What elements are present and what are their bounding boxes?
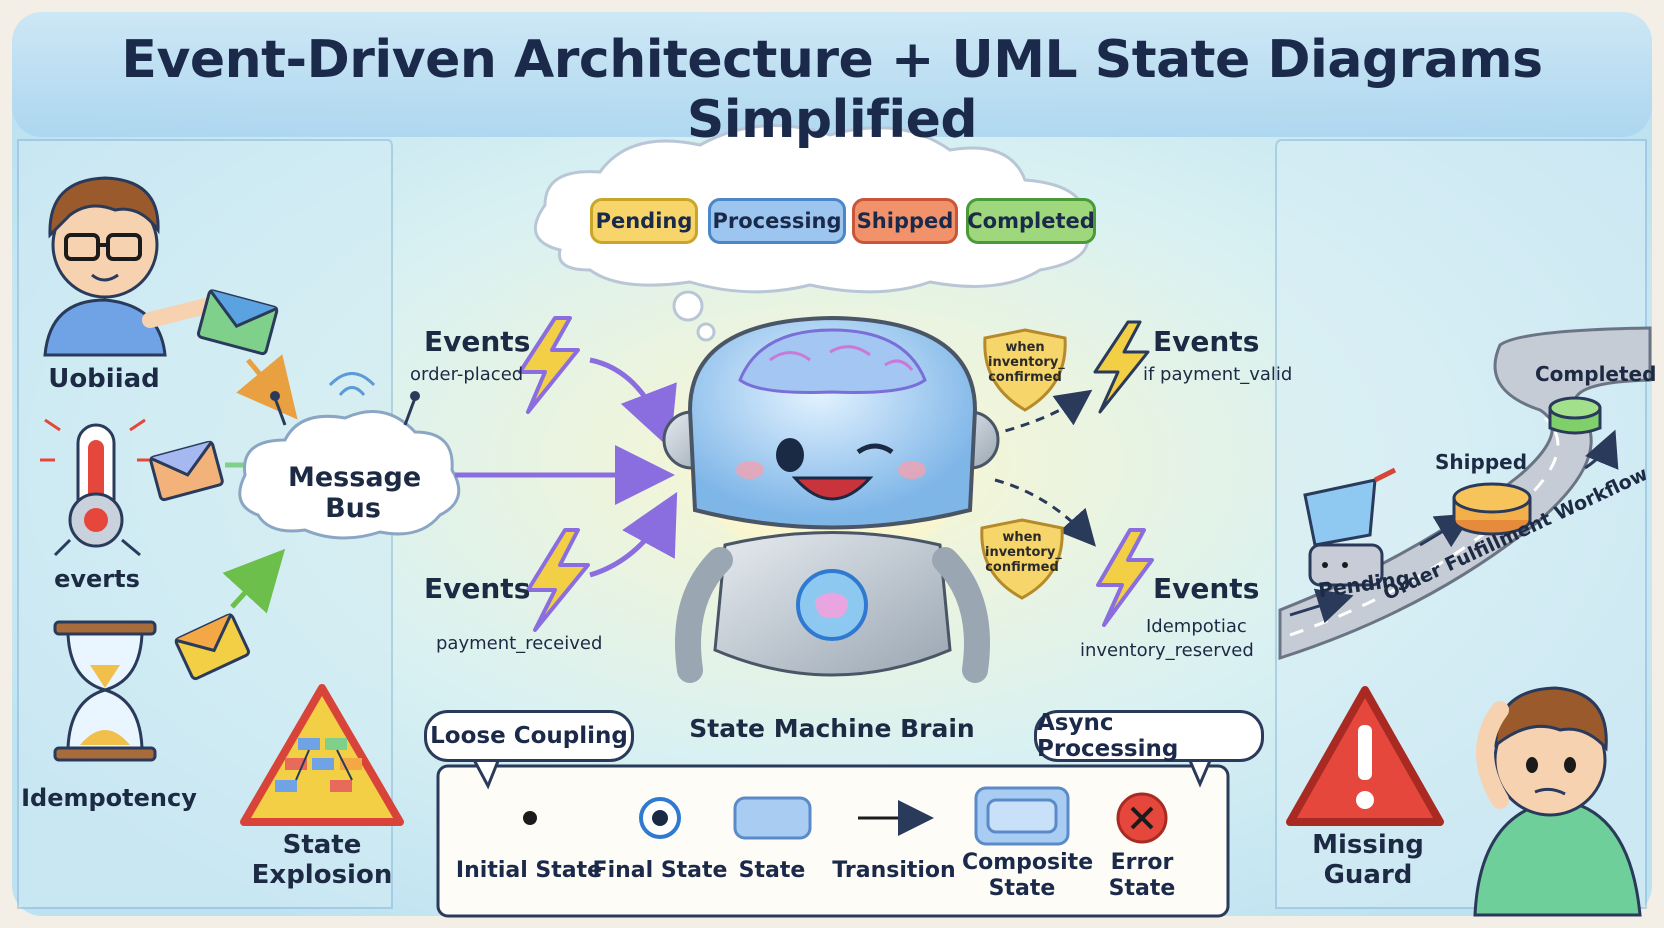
- message-bus-cloud: [238, 372, 461, 540]
- legend-label-error-state: Error State: [1108, 850, 1176, 901]
- missing-guard-label: Missing Guard: [1312, 830, 1424, 890]
- state-icon: [733, 796, 812, 840]
- final-state-icon: [639, 797, 681, 839]
- event-name-order-placed: order-placed: [410, 364, 524, 385]
- legend-label-final-state: Final State: [592, 858, 728, 883]
- workflow-step-shipped: Shipped: [1435, 450, 1528, 474]
- legend-label-state: State: [738, 858, 806, 883]
- lightning-bolt-icon-4: [1096, 528, 1154, 627]
- guard-shield-icon-2: [980, 518, 1064, 600]
- event-name-idempotiac: Idempotiac: [1146, 616, 1247, 637]
- event-title-inventory-reserved: Events: [1153, 572, 1260, 605]
- event-title-payment-received: Events: [424, 572, 531, 605]
- producer-label-2: everts: [54, 565, 140, 593]
- loose-coupling-bubble: Loose Coupling: [424, 710, 634, 762]
- legend-label-composite-state: Composite State: [962, 850, 1094, 901]
- envelope-icon-3: [174, 613, 250, 681]
- legend-label-initial-state: Initial State: [455, 858, 603, 883]
- missing-guard-warning-icon: [1286, 686, 1444, 826]
- lightning-bolt-icon-1: [518, 316, 580, 414]
- guard-shield-icon-1: [983, 328, 1067, 412]
- lightning-bolt-icon-3: [1093, 320, 1150, 414]
- legend-panel: [436, 764, 1230, 918]
- legend-label-transition: Transition: [832, 858, 956, 883]
- guard-label-2: when inventory_ confirmed: [985, 530, 1062, 575]
- shopping-cart-icon: [1303, 467, 1397, 587]
- envelope-icon-1: [196, 289, 279, 356]
- state-pill-processing: Processing: [708, 198, 846, 244]
- state-explosion-warning-icon: [240, 684, 404, 826]
- envelope-icon-2: [149, 440, 224, 502]
- producer-label-1: Uobiiad: [48, 364, 160, 394]
- state-pill-pending: Pending: [590, 198, 698, 244]
- guard-label-1: when inventory_ confirmed: [988, 340, 1065, 385]
- error-state-icon: [1116, 792, 1168, 844]
- lightning-bolt-icon-2: [526, 528, 590, 632]
- workflow-step-completed: Completed: [1535, 362, 1657, 386]
- confused-person-icon: [1473, 686, 1642, 917]
- state-machine-robot-icon: [662, 315, 1000, 683]
- shipped-stage-icon: [1452, 482, 1532, 536]
- developer-person-icon: [43, 176, 218, 357]
- event-name-payment-valid: if payment_valid: [1143, 364, 1293, 385]
- robot-label: State Machine Brain: [689, 714, 975, 743]
- message-bus-label: Message Bus: [288, 462, 422, 524]
- event-name-payment-received: payment_received: [436, 633, 603, 654]
- completed-stage-icon: [1548, 396, 1602, 435]
- state-pill-shipped: Shipped: [852, 198, 958, 244]
- event-title-order-placed: Events: [424, 325, 531, 358]
- async-processing-bubble: Async Processing: [1034, 710, 1264, 762]
- event-name-inventory-reserved: inventory_reserved: [1080, 640, 1254, 661]
- page-title: Event-Driven Architecture + UML State Di…: [121, 30, 1543, 150]
- initial-state-icon: [523, 811, 537, 825]
- state-explosion-label: State Explosion: [251, 830, 393, 890]
- producer-label-3: Idempotency: [21, 784, 197, 812]
- composite-state-icon: [974, 786, 1070, 846]
- thermometer-sensor-icon: [40, 418, 152, 557]
- hourglass-icon: [53, 620, 157, 762]
- event-title-payment-valid: Events: [1153, 325, 1260, 358]
- state-pill-completed: Completed: [966, 198, 1096, 244]
